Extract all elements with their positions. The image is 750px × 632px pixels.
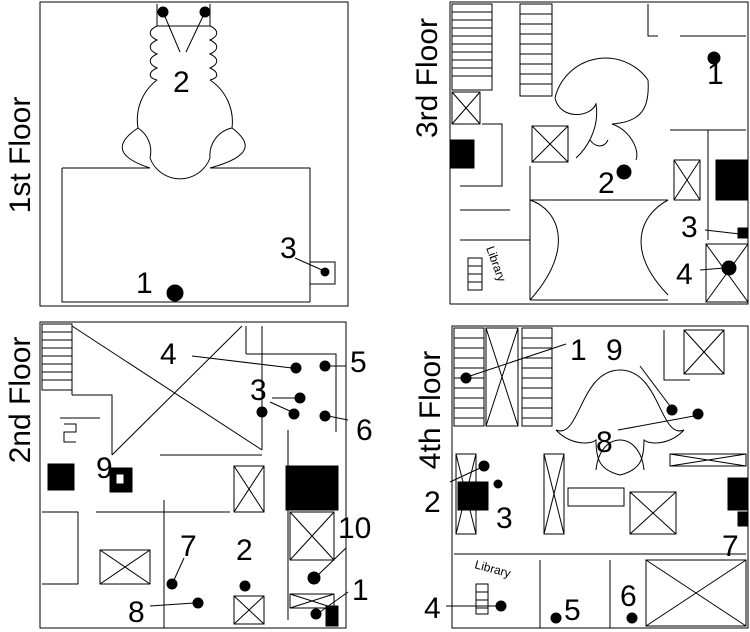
fourth-floor-marker-8: 8 (596, 426, 613, 459)
second-floor-walls (41, 323, 339, 628)
third-floor-library-label: Library (483, 244, 509, 283)
third-floor-plan: 3rd Floor (411, 1, 749, 305)
second-floor-marker-2: 2 (236, 534, 253, 567)
second-floor-outline (39, 321, 347, 629)
first-floor-walls (61, 4, 336, 303)
third-floor-marker-3: 3 (681, 211, 698, 244)
marker-dot (310, 608, 322, 620)
second-floor-title: 2nd Floor (4, 337, 37, 464)
second-floor-marker-5: 5 (350, 346, 367, 379)
marker-dot (493, 479, 503, 489)
marker-dot (307, 571, 321, 585)
marker-dot (256, 406, 268, 418)
first-floor-title: 1st Floor (4, 97, 37, 214)
marker-dot (166, 284, 184, 302)
second-floor-plan: 2nd Floor (4, 321, 373, 629)
fourth-floor-marker-1: 1 (570, 334, 587, 367)
marker-dot (721, 260, 737, 276)
second-floor-marker-8: 8 (128, 596, 145, 629)
marker-dot (692, 408, 704, 420)
fourth-floor-outline (451, 325, 749, 629)
marker-dot (495, 600, 507, 612)
first-floor-plan: 1st Floor 2 1 3 (4, 1, 349, 307)
fourth-floor-marker-5: 5 (564, 594, 581, 627)
fourth-floor-plan: 4th Floor (414, 325, 749, 629)
marker-dot (320, 267, 330, 277)
second-floor-marker-4: 4 (160, 338, 177, 371)
second-floor-marker-9: 9 (96, 452, 113, 485)
second-floor-marker-10: 10 (338, 512, 371, 545)
marker-dot (192, 597, 204, 609)
marker-dot (239, 580, 251, 592)
second-floor-marker-6: 6 (356, 414, 373, 447)
marker-dot (707, 51, 721, 65)
third-floor-walls (449, 3, 749, 303)
first-floor-marker-2: 2 (173, 66, 190, 99)
fourth-floor-marker-3: 3 (496, 502, 513, 535)
fourth-floor-marker-7: 7 (722, 530, 739, 563)
fourth-floor-marker-6: 6 (620, 580, 637, 613)
marker-dot (288, 408, 300, 420)
marker-dot (290, 362, 302, 374)
first-floor-outline (39, 1, 349, 307)
second-floor-marker-7: 7 (180, 530, 197, 563)
fourth-floor-marker-9: 9 (606, 334, 623, 367)
fourth-floor-marker-2: 2 (424, 486, 441, 519)
third-floor-marker-2: 2 (598, 167, 615, 200)
third-floor-marker-1: 1 (707, 58, 724, 91)
marker-dot (478, 460, 490, 472)
marker-dot (626, 612, 638, 624)
marker-dot (294, 392, 306, 404)
second-floor-marker-3: 3 (250, 374, 267, 407)
first-floor-marker-3: 3 (280, 232, 297, 265)
fourth-floor-library-label: Library (473, 557, 512, 580)
third-floor-marker-4: 4 (676, 258, 693, 291)
marker-dot (666, 404, 678, 416)
fourth-floor-walls (453, 327, 749, 628)
marker-dot (460, 372, 472, 384)
marker-dot (166, 578, 178, 590)
fourth-floor-marker-4: 4 (424, 592, 441, 625)
third-floor-title: 3rd Floor (411, 18, 444, 138)
marker-dot (616, 164, 632, 180)
first-floor-marker-1: 1 (136, 267, 153, 300)
marker-dot (550, 612, 562, 624)
second-floor-marker-1: 1 (352, 574, 369, 607)
fourth-floor-title: 4th Floor (414, 351, 447, 469)
